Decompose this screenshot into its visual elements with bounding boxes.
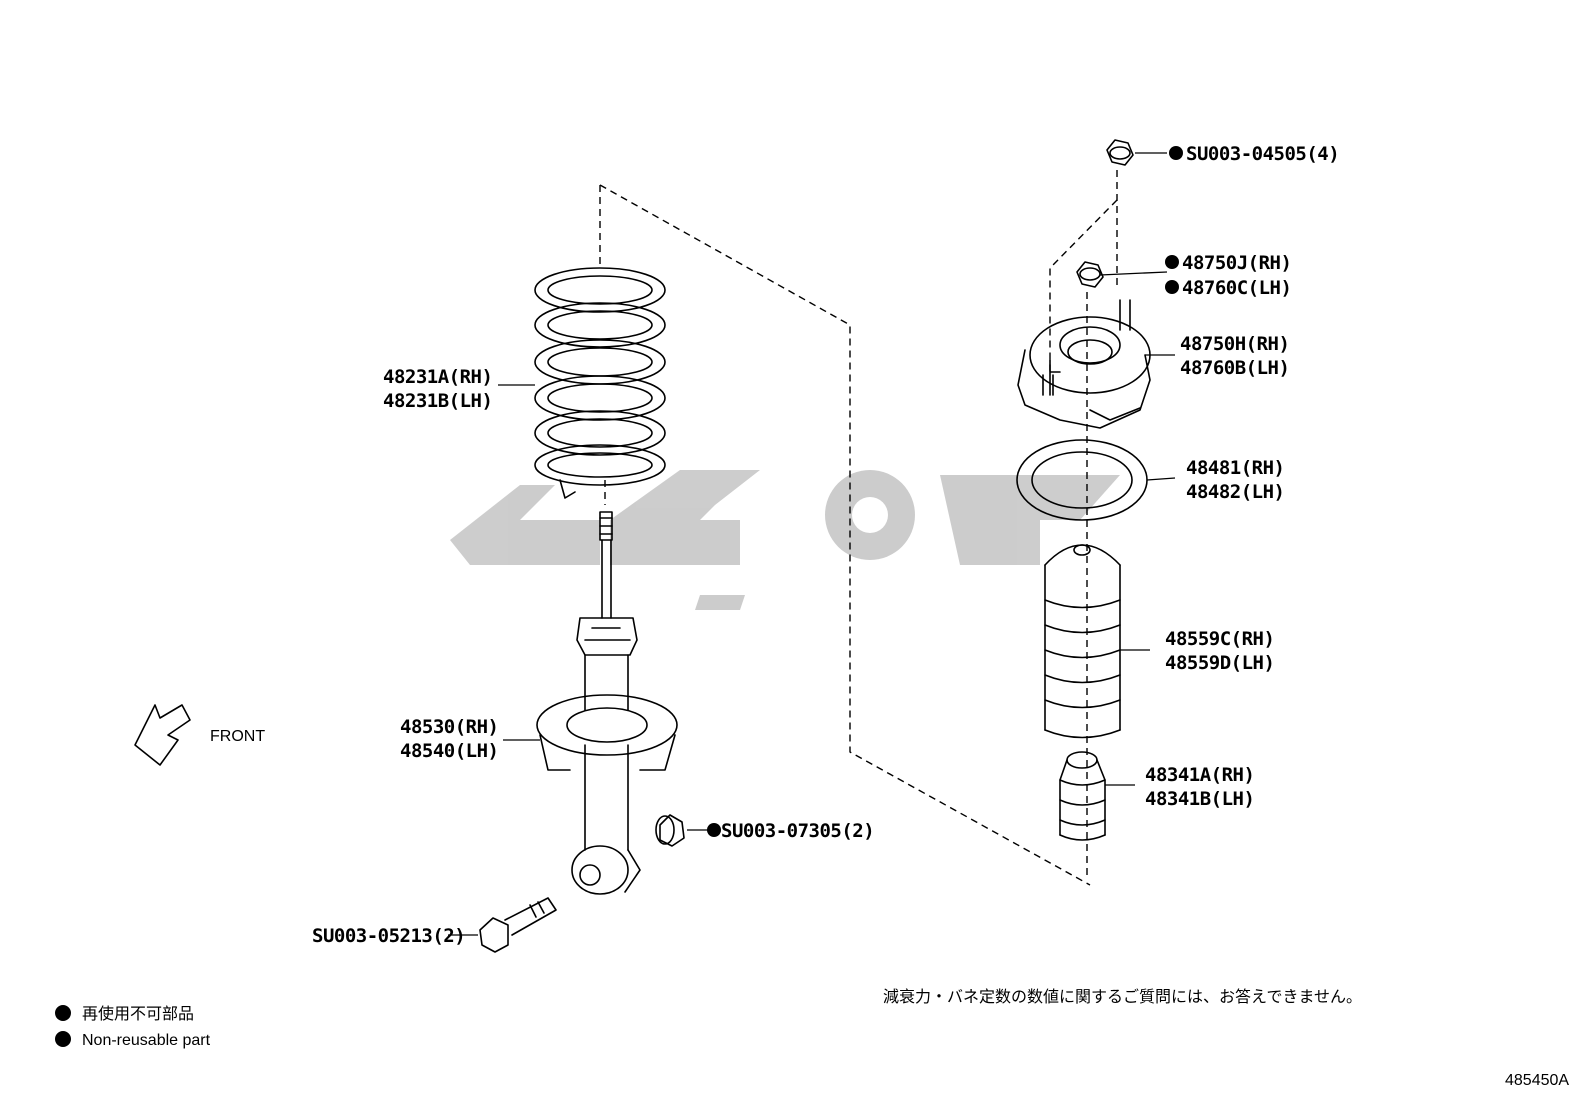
notice-text: 減衰力・バネ定数の数値に関するご質問には、お答えできません。 bbox=[883, 987, 1362, 1006]
label-mount-nut-lh: 48760C(LH) bbox=[1182, 277, 1291, 299]
label-shock-lh: 48540(LH) bbox=[400, 740, 498, 762]
label-mount-seat-lh: 48482(LH) bbox=[1186, 481, 1284, 503]
label-top-nut: SU003-04505(4) bbox=[1186, 143, 1339, 165]
coil-spring bbox=[534, 267, 666, 499]
legend-jp: 再使用不可部品 bbox=[82, 1004, 194, 1023]
label-mount-seat-rh: 48481(RH) bbox=[1186, 457, 1284, 479]
bump-stopper bbox=[1059, 751, 1106, 841]
strut-mount bbox=[1017, 299, 1151, 429]
label-coil-spring-lh: 48231B(LH) bbox=[383, 390, 492, 412]
watermark-logo bbox=[450, 470, 1120, 610]
non-reusable-marker bbox=[1165, 255, 1179, 269]
label-strut-mount-lh: 48760B(LH) bbox=[1180, 357, 1289, 379]
label-coil-spring-rh: 48231A(RH) bbox=[383, 366, 492, 388]
label-dust-boot-rh: 48559C(RH) bbox=[1165, 628, 1274, 650]
label-strut-mount-rh: 48750H(RH) bbox=[1180, 333, 1289, 355]
legend-en: Non-reusable part bbox=[82, 1032, 211, 1049]
label-mount-nut-rh: 48750J(RH) bbox=[1182, 252, 1291, 274]
lower-nut bbox=[655, 814, 685, 847]
shock-absorber bbox=[536, 511, 678, 895]
legend-dot-icon bbox=[55, 1005, 71, 1021]
label-bump-stopper-rh: 48341A(RH) bbox=[1145, 764, 1254, 786]
label-lower-nut: SU003-07305(2) bbox=[721, 820, 874, 842]
label-dust-boot-lh: 48559D(LH) bbox=[1165, 652, 1274, 674]
leader-lines bbox=[448, 152, 1176, 936]
top-nut bbox=[1106, 139, 1134, 166]
dust-boot bbox=[1044, 544, 1121, 739]
mount-nut bbox=[1076, 261, 1104, 288]
label-lower-bolt: SU003-05213(2) bbox=[312, 925, 465, 947]
non-reusable-marker bbox=[707, 823, 721, 837]
legend-dot-icon bbox=[55, 1031, 71, 1047]
non-reusable-marker bbox=[1169, 146, 1183, 160]
non-reusable-marker bbox=[1165, 280, 1179, 294]
lower-bolt bbox=[479, 897, 557, 953]
figure-id: 485450A bbox=[1505, 1072, 1569, 1089]
label-shock-rh: 48530(RH) bbox=[400, 716, 498, 738]
front-arrow-icon bbox=[134, 704, 191, 766]
label-bump-stopper-lh: 48341B(LH) bbox=[1145, 788, 1254, 810]
front-label: FRONT bbox=[210, 728, 265, 745]
